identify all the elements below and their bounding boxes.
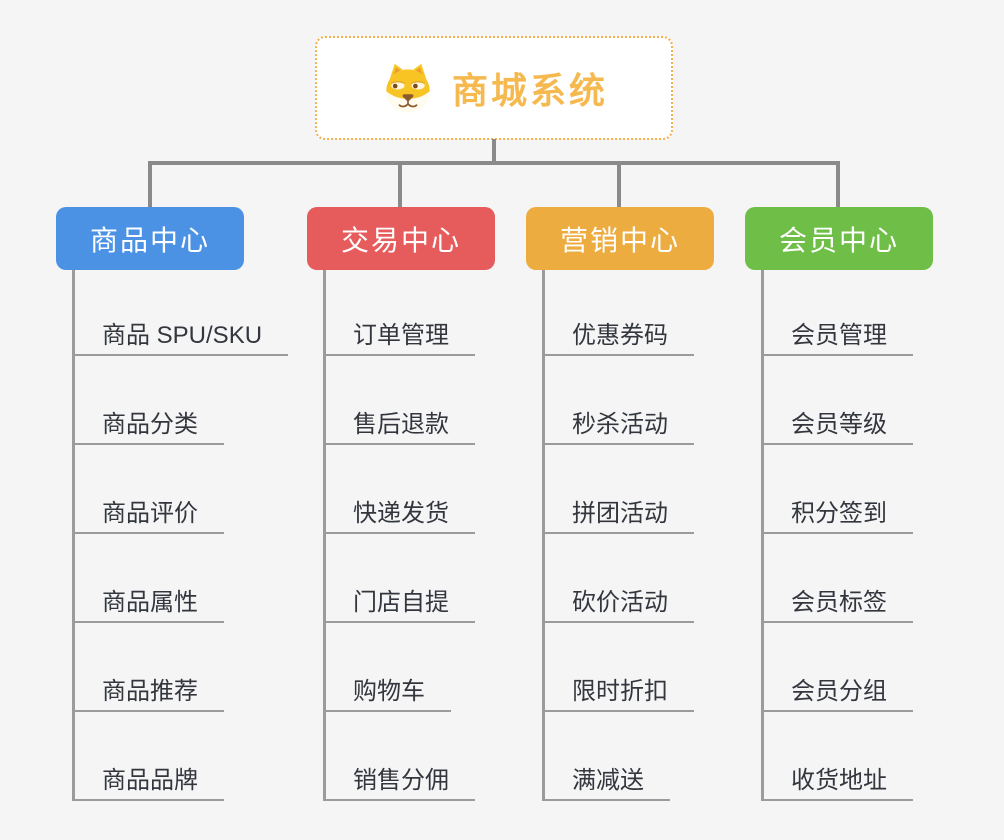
leaf-item[interactable]: 会员管理 xyxy=(761,270,913,356)
leaf-item[interactable]: 商品 SPU/SKU xyxy=(72,270,289,356)
leaf-item[interactable]: 积分签到 xyxy=(761,445,913,534)
leaf-item[interactable]: 订单管理 xyxy=(323,270,475,356)
leaf-item[interactable]: 会员等级 xyxy=(761,356,913,445)
root-title: 商城系统 xyxy=(451,70,608,111)
leaf-item[interactable]: 销售分佣 xyxy=(323,712,475,801)
leaf-item[interactable]: 商品推荐 xyxy=(72,623,224,712)
leaf-item[interactable]: 会员标签 xyxy=(761,534,913,623)
drop-connector xyxy=(398,163,402,209)
branch-leaves: 商品 SPU/SKU 商品分类 商品评价 商品属性 商品推荐 商品品牌 xyxy=(72,270,289,801)
drop-connector xyxy=(148,163,152,209)
horizontal-connector xyxy=(148,161,840,165)
leaf-item[interactable]: 限时折扣 xyxy=(542,623,694,712)
branch-column-marketing: 营销中心 优惠券码 秒杀活动 拼团活动 砍价活动 限时折扣 满减送 xyxy=(526,207,714,827)
drop-connector xyxy=(836,163,840,209)
branch-leaves: 订单管理 售后退款 快递发货 门店自提 购物车 销售分佣 xyxy=(323,270,475,801)
leaf-item[interactable]: 购物车 xyxy=(323,623,451,712)
leaf-item[interactable]: 满减送 xyxy=(542,712,670,801)
leaf-item[interactable]: 收货地址 xyxy=(761,712,913,801)
root-node[interactable]: 商城系统 xyxy=(315,36,673,140)
branch-node-marketing-center[interactable]: 营销中心 xyxy=(526,207,714,270)
drop-connector xyxy=(617,163,621,209)
leaf-item[interactable]: 商品分类 xyxy=(72,356,224,445)
branch-spine xyxy=(72,270,75,801)
branch-node-product-center[interactable]: 商品中心 xyxy=(56,207,244,270)
leaf-item[interactable]: 快递发货 xyxy=(323,445,475,534)
leaf-item[interactable]: 商品属性 xyxy=(72,534,224,623)
branch-leaves: 会员管理 会员等级 积分签到 会员标签 会员分组 收货地址 xyxy=(761,270,913,801)
leaf-item[interactable]: 门店自提 xyxy=(323,534,475,623)
branch-spine xyxy=(761,270,764,801)
branch-column-product: 商品中心 商品 SPU/SKU 商品分类 商品评价 商品属性 商品推荐 商品品牌 xyxy=(56,207,289,827)
branch-spine xyxy=(542,270,545,801)
leaf-item[interactable]: 拼团活动 xyxy=(542,445,694,534)
leaf-item[interactable]: 售后退款 xyxy=(323,356,475,445)
branch-column-trade: 交易中心 订单管理 售后退款 快递发货 门店自提 购物车 销售分佣 xyxy=(307,207,495,827)
branch-spine xyxy=(323,270,326,801)
leaf-item[interactable]: 会员分组 xyxy=(761,623,913,712)
branch-leaves: 优惠券码 秒杀活动 拼团活动 砍价活动 限时折扣 满减送 xyxy=(542,270,694,801)
branch-column-member: 会员中心 会员管理 会员等级 积分签到 会员标签 会员分组 收货地址 xyxy=(745,207,933,827)
leaf-item[interactable]: 商品评价 xyxy=(72,445,224,534)
leaf-item[interactable]: 优惠券码 xyxy=(542,270,694,356)
leaf-item[interactable]: 砍价活动 xyxy=(542,534,694,623)
branch-node-trade-center[interactable]: 交易中心 xyxy=(307,207,495,270)
dog-face-icon xyxy=(380,61,436,115)
leaf-item[interactable]: 商品品牌 xyxy=(72,712,224,801)
leaf-item[interactable]: 秒杀活动 xyxy=(542,356,694,445)
root-stem-connector xyxy=(492,139,496,163)
branch-node-member-center[interactable]: 会员中心 xyxy=(745,207,933,270)
